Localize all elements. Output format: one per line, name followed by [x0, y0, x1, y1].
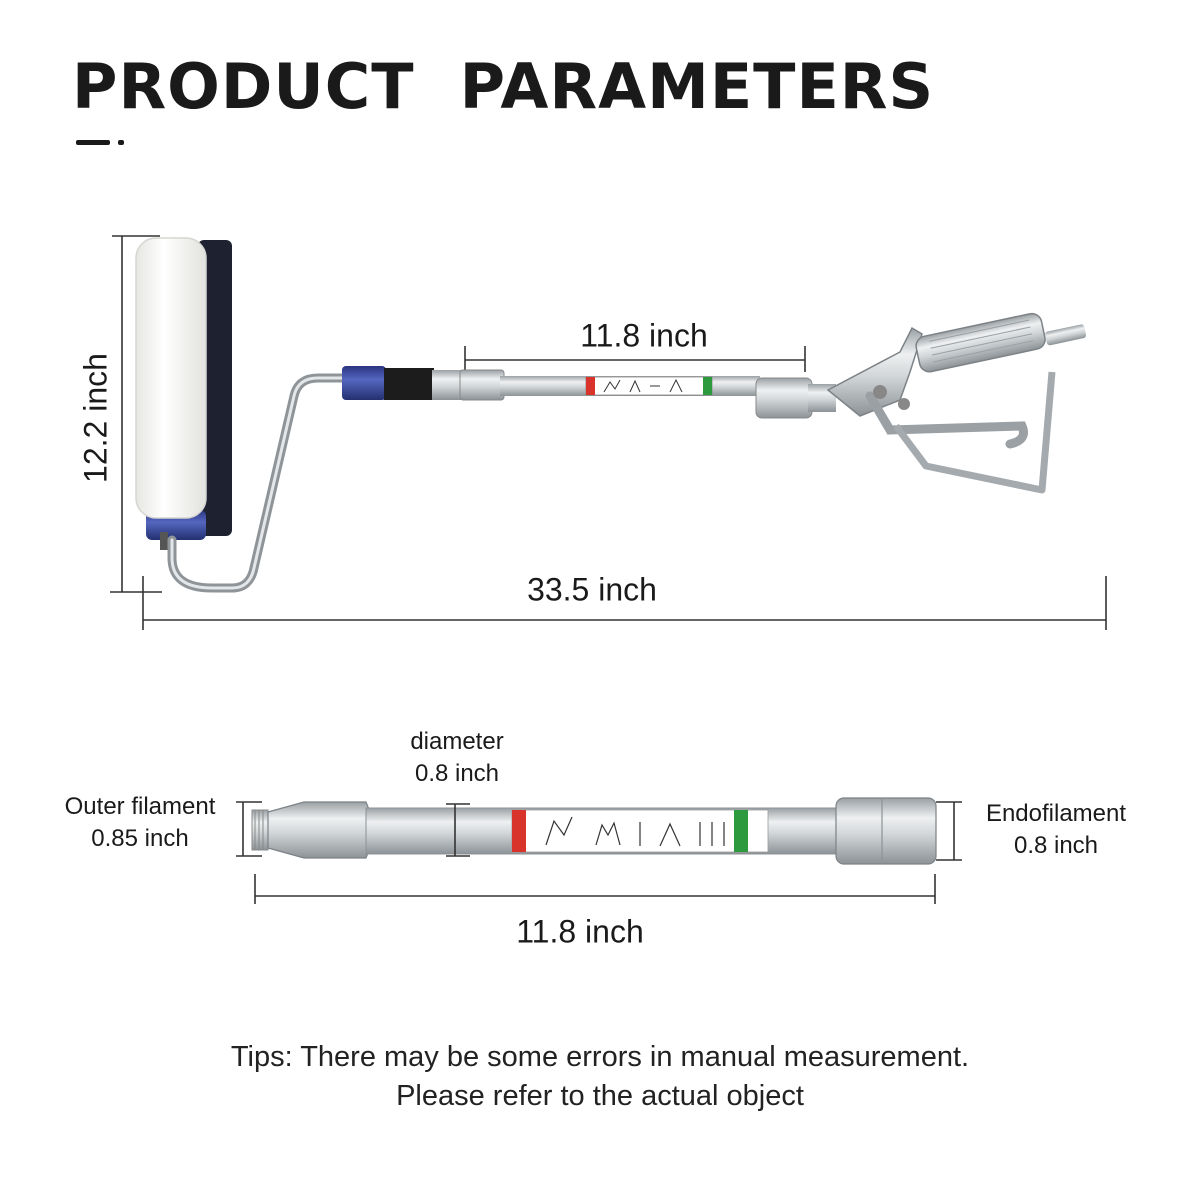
- gun-handle: [915, 312, 1046, 373]
- endofilament-spec: Endofilament 0.8 inch: [986, 798, 1126, 862]
- pole-warning-label: [585, 376, 713, 396]
- pole-length-label: 11.8 inch: [580, 317, 708, 354]
- gun-inlet-fitting: [1045, 324, 1087, 346]
- spray-gun: [826, 312, 1087, 494]
- paint-roller: [135, 237, 357, 593]
- gun-trigger: [865, 391, 1028, 449]
- hex-nut: [267, 801, 371, 859]
- title-underline-dash: [76, 140, 110, 145]
- extension-pole-assembled: [342, 366, 836, 419]
- outer-filament-value: 0.85 inch: [91, 825, 189, 852]
- outer-filament-label: Outer filament: [64, 793, 216, 820]
- diameter-value: 0.8 inch: [414, 760, 500, 787]
- tips-note: Tips: There may be some errors in manual…: [0, 1038, 1200, 1116]
- endofilament-label: Endofilament: [985, 800, 1127, 827]
- extension-rod: [251, 797, 937, 865]
- tips-line-1: Tips: There may be some errors in manual…: [230, 1041, 970, 1073]
- extension-length-label: 11.8 inch: [516, 913, 644, 950]
- roller-cover: [135, 237, 207, 519]
- dimension-lines-top: [110, 235, 1107, 630]
- pole-coupler: [755, 377, 813, 419]
- roller-height-label: 12.2 inch: [77, 353, 114, 483]
- total-length-label: 33.5 inch: [527, 571, 657, 608]
- outer-thread: [251, 809, 269, 851]
- page-title: PRODUCT PARAMETERS: [72, 50, 935, 123]
- gun-guard: [893, 371, 1056, 494]
- diameter-label: diameter: [410, 728, 504, 755]
- blue-connector: [342, 366, 386, 400]
- end-coupler: [835, 797, 937, 865]
- outer-filament-spec: Outer filament 0.85 inch: [65, 791, 216, 855]
- tips-line-2: Please refer to the actual object: [396, 1080, 804, 1112]
- dimension-lines-bottom: [236, 801, 962, 904]
- black-coupler: [384, 368, 434, 400]
- endofilament-value: 0.8 inch: [1013, 832, 1099, 859]
- diameter-spec: diameter 0.8 inch: [410, 726, 503, 790]
- title-underline-dot: [118, 140, 124, 145]
